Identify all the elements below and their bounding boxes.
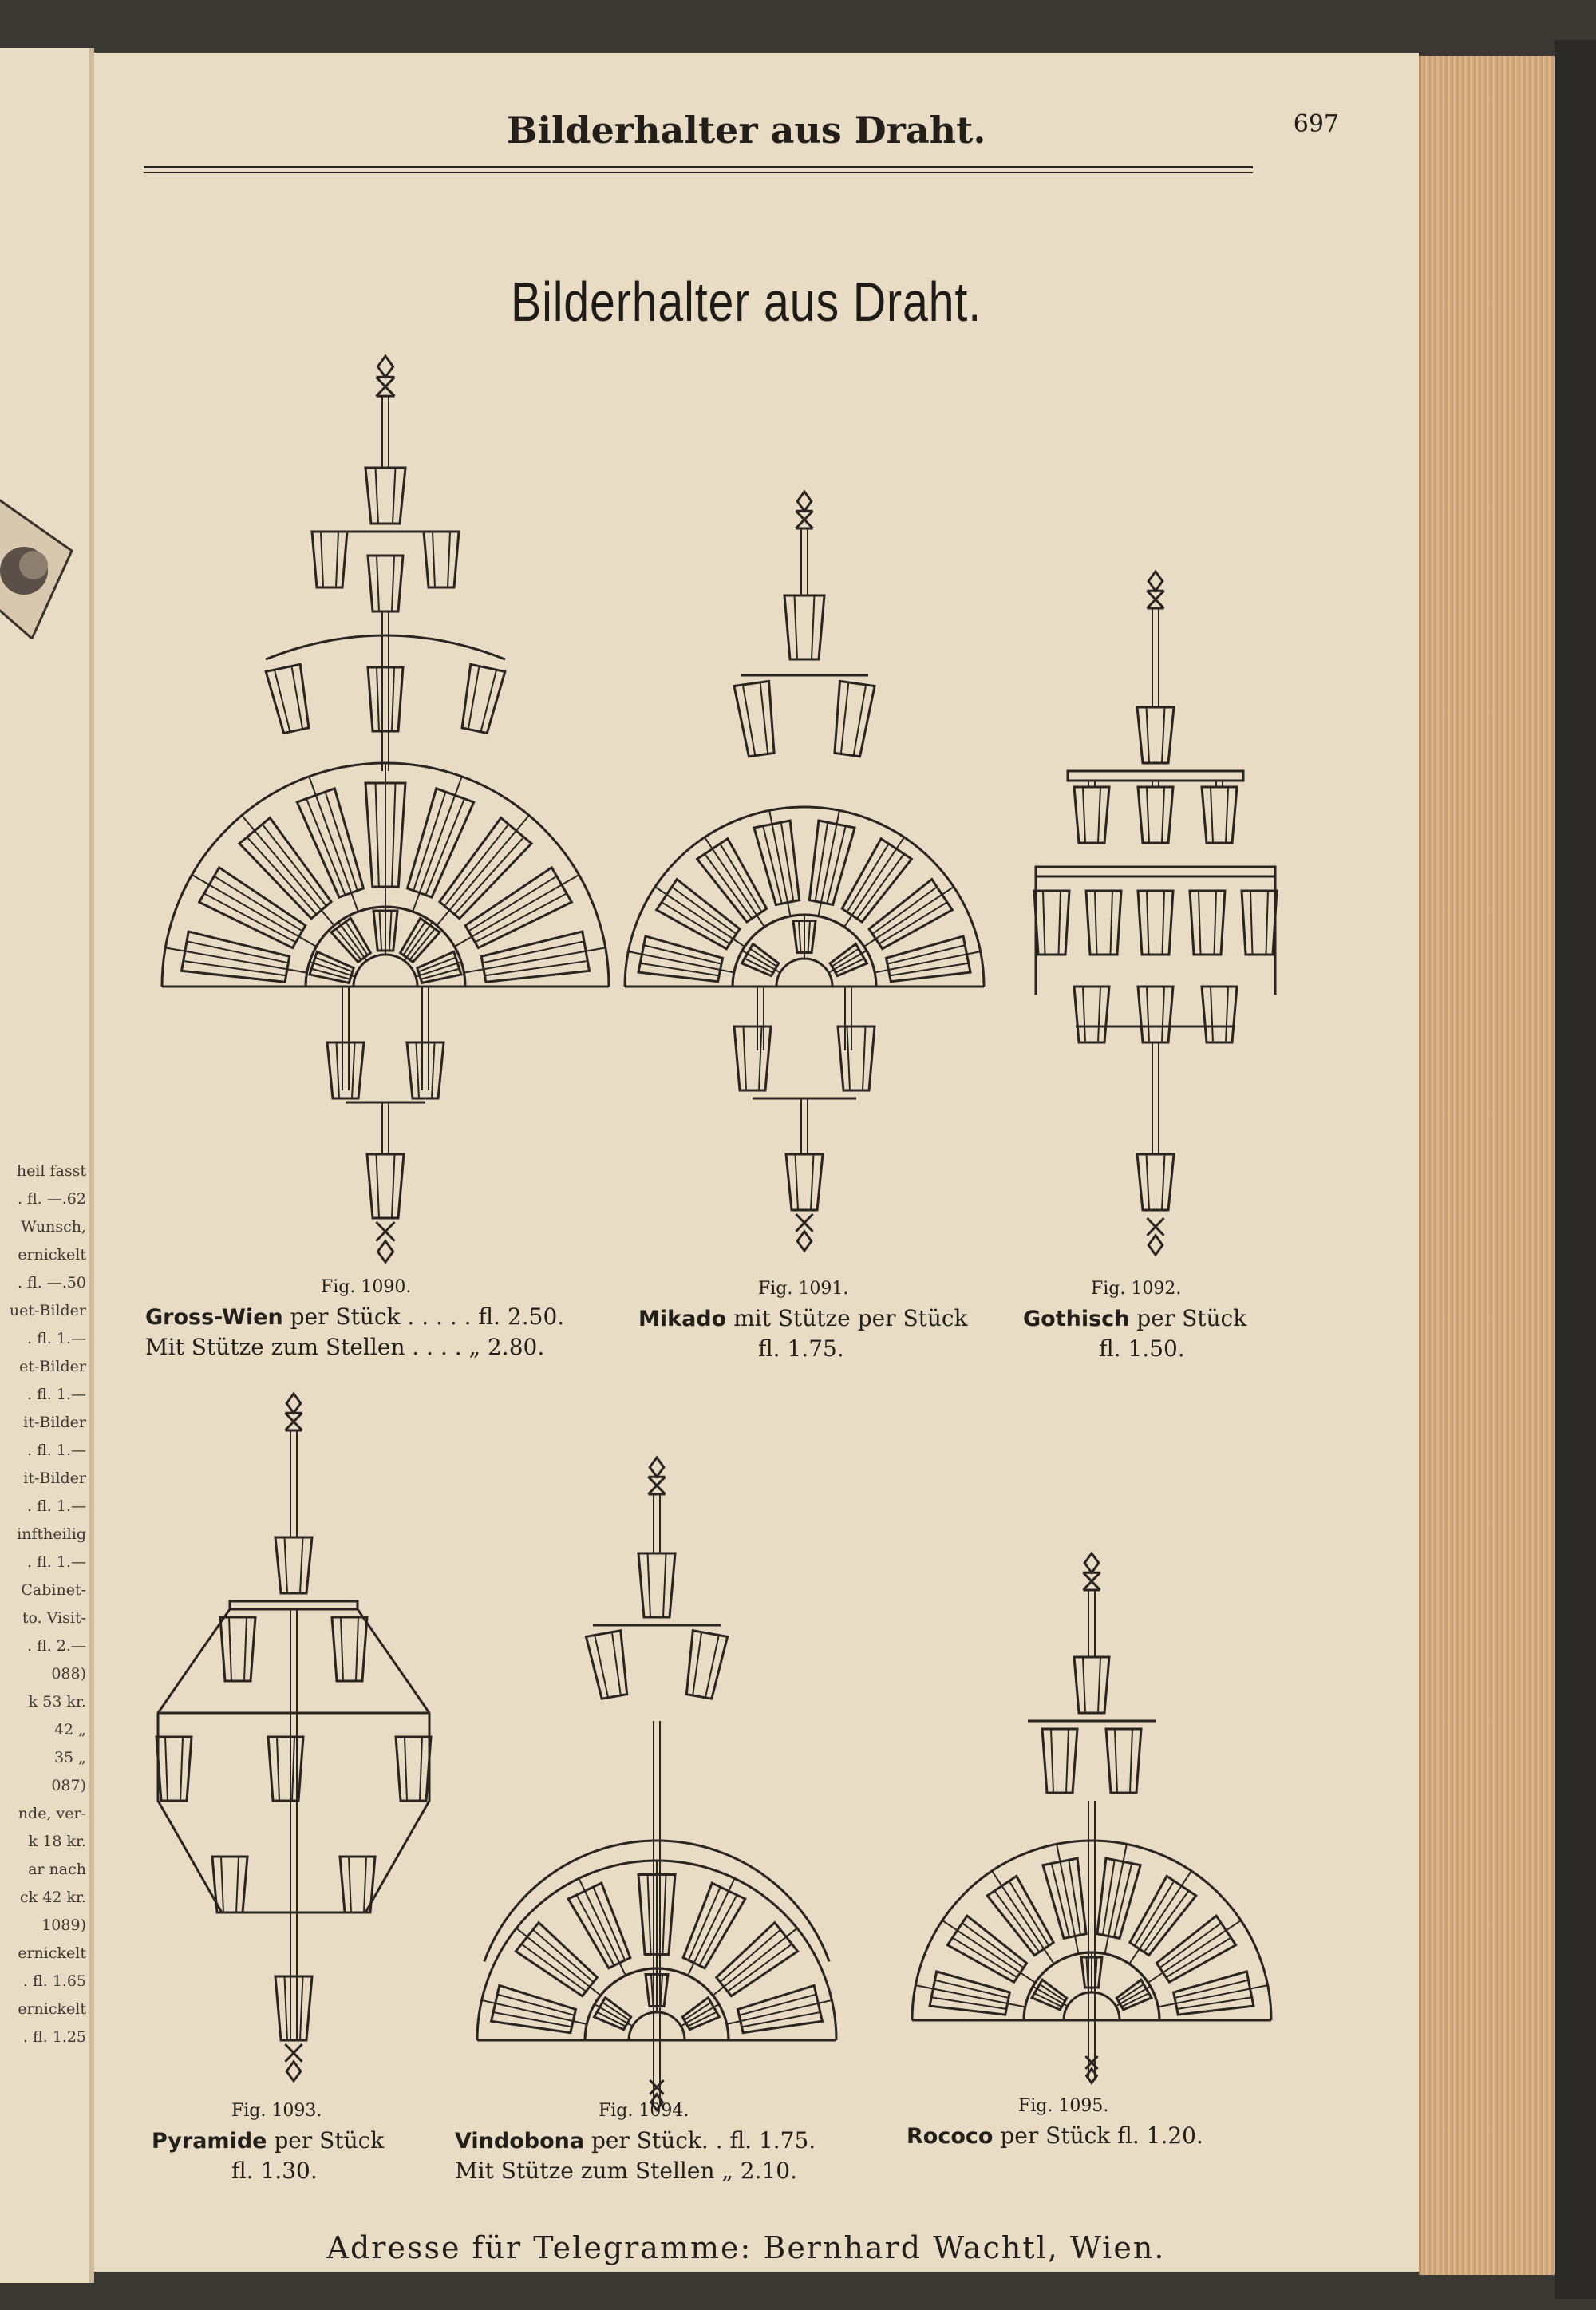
product-name: Mikado [638, 1307, 727, 1331]
figure-number: Fig. 1095. [1018, 2096, 1109, 2116]
wire-picture-holder-rococo-illustration [911, 1551, 1273, 2085]
price-line-2: Mit Stütze zum Stellen „ 2.10. [455, 2158, 798, 2184]
left-page-text-fragment: ernickelt [18, 1246, 86, 1264]
product-name: Vindobona [455, 2129, 585, 2154]
wire-picture-holder-mikado-illustration [623, 489, 986, 1253]
left-page-text-fragment: ck 42 kr. [20, 1889, 86, 1906]
wire-picture-holder-gross-wien-illustration [160, 354, 610, 1264]
price-line: per Stück . . . . . fl. 2.50. [282, 1303, 565, 1330]
caption-1095: Fig. 1095. Rococo per Stück fl. 1.20. [907, 2091, 1203, 2151]
figure-number: Fig. 1090. [321, 1277, 412, 1297]
left-page-text-fragment: 088) [51, 1665, 86, 1683]
product-name: Gross-Wien [145, 1305, 283, 1330]
caption-1091: Fig. 1091. Mikado mit Stütze per Stück f… [638, 1274, 968, 1363]
left-page-text-fragment: Wunsch, [21, 1218, 86, 1236]
left-page-text-fragment: 1089) [41, 1916, 86, 1934]
left-page-text-fragment: to. Visit- [22, 1609, 86, 1627]
figure-1095 [884, 1537, 1299, 2096]
left-page-text-fragment: k 18 kr. [28, 1833, 86, 1850]
left-page-text-fragment: heil fasst [16, 1162, 86, 1180]
left-page-text-fragment: . fl. 1.— [27, 1386, 86, 1403]
left-page-text-fragment: ar nach [28, 1861, 86, 1878]
left-page-text-fragment: . fl. 2.— [27, 1637, 86, 1655]
left-page-text-fragment: uet-Bilder [9, 1302, 86, 1319]
left-page-text-fragment: . fl. —.62 [17, 1190, 86, 1208]
cabinet-photo-illustration [0, 499, 73, 639]
figure-1094 [453, 1386, 868, 2113]
left-page-text-fragment: 35 „ [53, 1749, 86, 1766]
left-page-text-fragment: et-Bilder [19, 1358, 86, 1375]
running-head: Bilderhalter aus Draht. [506, 109, 986, 152]
left-page-text-fragment: . fl. 1.— [27, 1330, 86, 1347]
product-name: Gothisch [1023, 1307, 1130, 1331]
left-page-text-fragment: 087) [51, 1777, 86, 1794]
price-line-2: fl. 1.50. [1099, 1335, 1185, 1362]
figure-number: Fig. 1093. [231, 2101, 322, 2121]
left-page-text-fragment: . fl. 1.25 [22, 2028, 86, 2046]
page-number: 697 [1293, 110, 1339, 138]
left-page-text-fragment: 42 „ [53, 1721, 86, 1738]
caption-1090: Fig. 1090. Gross-Wien per Stück . . . . … [145, 1272, 564, 1362]
page-edges [1419, 56, 1557, 2275]
caption-1092: Fig. 1092. Gothisch per Stück fl. 1.50. [1023, 1274, 1246, 1363]
price-line: mit Stütze per Stück [726, 1305, 968, 1331]
wire-picture-holder-vindobona-illustration [476, 1455, 838, 2113]
header-rule-thin [144, 172, 1253, 173]
left-page-text-fragment: . fl. 1.65 [22, 1972, 86, 1990]
book-cover [1555, 40, 1596, 2299]
left-page-text-fragment: it-Bilder [23, 1469, 86, 1487]
wire-picture-holder-pyramide-illustration [155, 1391, 433, 2083]
left-page-text-fragment: nde, ver- [18, 1805, 86, 1822]
page-title: Bilderhalter aus Draht. [511, 271, 982, 333]
product-name: Rococo [907, 2124, 994, 2149]
left-page-text-fragment: . fl. 1.— [27, 1553, 86, 1571]
price-line-2: Mit Stütze zum Stellen . . . . „ 2.80. [145, 1334, 545, 1360]
figure-number: Fig. 1094. [598, 2101, 689, 2121]
telegram-address-footer: Adresse für Telegramme: Bernhard Wachtl,… [326, 2230, 1166, 2265]
figure-1092 [996, 516, 1315, 1282]
price-line: per Stück. . fl. 1.75. [584, 2127, 816, 2154]
product-name: Pyramide [152, 2129, 267, 2154]
header-rule [144, 166, 1253, 168]
figure-1091 [605, 444, 1004, 1282]
left-page-text-fragment: . fl. 1.— [27, 1442, 86, 1459]
left-page-text-fragment: . fl. —.50 [17, 1274, 86, 1291]
price-line-2: fl. 1.30. [231, 2158, 318, 2184]
left-page-text-fragment: it-Bilder [23, 1414, 86, 1431]
left-page-text-fragment: inftheilig [17, 1525, 86, 1543]
figure-number: Fig. 1092. [1091, 1279, 1182, 1299]
left-page-text-fragment: Cabinet- [21, 1581, 86, 1599]
caption-1094: Fig. 1094. Vindobona per Stück. . fl. 1.… [455, 2096, 816, 2185]
left-page-text-fragment: ernickelt [18, 1944, 86, 1962]
price-line: per Stück [1129, 1305, 1247, 1331]
figure-number: Fig. 1091. [758, 1279, 849, 1299]
figure-1090 [146, 292, 625, 1274]
left-page-text-fragment: ernickelt [18, 2000, 86, 2018]
price-line-2: fl. 1.75. [758, 1335, 844, 1362]
price-line: per Stück fl. 1.20. [993, 2122, 1203, 2149]
left-page-text-fragment: . fl. 1.— [27, 1497, 86, 1515]
price-line: per Stück [267, 2127, 385, 2154]
wire-picture-holder-gothisch-illustration [1033, 569, 1278, 1257]
figure-1093 [142, 1338, 461, 2104]
caption-1093: Fig. 1093. Pyramide per Stück fl. 1.30. [152, 2096, 384, 2185]
catalog-page: Bilderhalter aus Draht. 697 Bilderhalter… [94, 53, 1419, 2272]
left-page-text-fragment: k 53 kr. [28, 1693, 86, 1711]
